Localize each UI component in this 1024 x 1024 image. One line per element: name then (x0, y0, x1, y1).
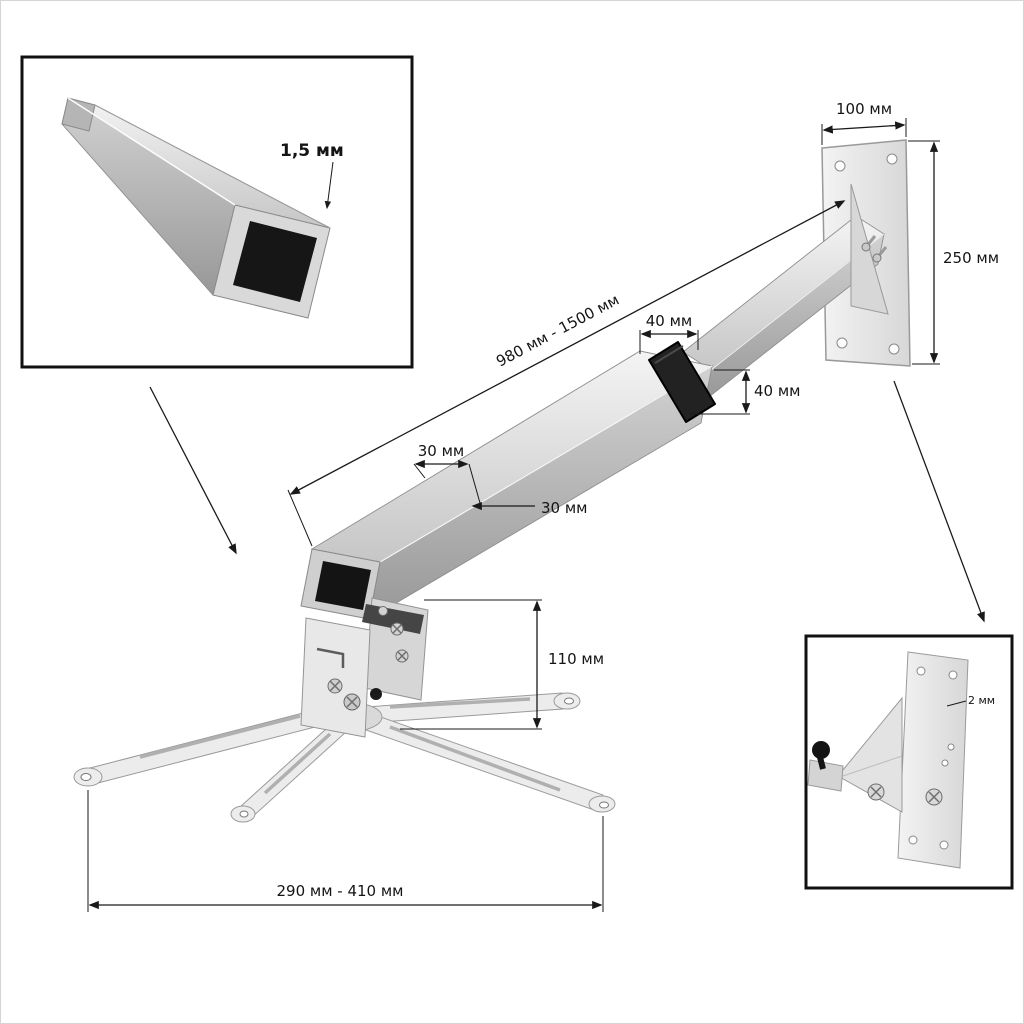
screw-hole (886, 153, 898, 165)
outer-tube-opening (315, 561, 371, 610)
inset-pointers (149, 380, 985, 623)
bolt-head (872, 253, 882, 263)
dim-label: 250 мм (943, 249, 999, 267)
screw-hole (908, 835, 918, 845)
dim-clamp-length: 40 мм (639, 312, 699, 354)
arm-slot (139, 714, 301, 759)
profile-tube-opening (233, 221, 317, 302)
dim-wall-plate-width: 100 мм (821, 100, 907, 145)
gusset-fold-line (839, 755, 903, 778)
thumb-knob (370, 688, 382, 700)
dim-label: 30 мм (418, 442, 465, 460)
foot-hole (80, 773, 92, 781)
screw-hole (941, 759, 949, 767)
thickness-leader (946, 700, 967, 707)
thumb-knob (812, 741, 830, 759)
foot-hole (564, 697, 574, 705)
arm-stub (807, 759, 844, 792)
hub-bolt (343, 693, 361, 711)
profile-tube-far-end (61, 97, 96, 132)
arm-slot (389, 725, 561, 792)
dim-label: 30 мм (541, 499, 588, 517)
thickness-leader (324, 161, 334, 210)
screw-hole (888, 343, 900, 355)
dim-label: 40 мм (754, 382, 801, 400)
dim-label: 40 мм (646, 312, 693, 330)
dim-head-height: 110 мм (400, 599, 604, 730)
spider-arms (73, 692, 616, 823)
dim-label: 110 мм (548, 650, 604, 668)
arm-slot (263, 732, 332, 795)
screw-hole (834, 160, 846, 172)
plate-slot (316, 647, 345, 668)
profile-edge (94, 104, 331, 229)
screw (395, 649, 409, 663)
screw (867, 783, 885, 801)
mount-head (73, 597, 616, 823)
thickness-label: 1,5 мм (280, 141, 344, 161)
screw-hole (916, 666, 926, 676)
bracket-plate (897, 651, 969, 869)
screw-hole (947, 743, 955, 751)
screw-hole (948, 670, 958, 680)
main-drawing: 100 мм 250 мм 980 мм - 1500 мм 40 мм (73, 100, 999, 912)
arm-slot (389, 697, 531, 709)
dim-clamp-height: 40 мм (690, 369, 801, 415)
screw (925, 788, 943, 806)
dim-label: 100 мм (836, 100, 892, 118)
head-left-plate (300, 617, 371, 738)
profile-inset: 1,5 мм (20, 55, 414, 369)
screw (327, 678, 343, 694)
foot-hole (599, 801, 609, 809)
wall-bracket-gusset (850, 183, 889, 315)
head-dark-wedge (362, 604, 424, 634)
dim-wall-plate-height: 250 мм (908, 140, 999, 365)
bracket-inset-pointer (893, 380, 985, 623)
foot-hole (239, 810, 249, 818)
screw (378, 606, 388, 616)
bolt-head (861, 242, 871, 252)
profile-inset-pointer (149, 386, 237, 555)
bracket-inset: 2 мм (804, 634, 1014, 890)
dim-base-span: 290 мм - 410 мм (87, 790, 604, 912)
profile-highlight (67, 97, 236, 206)
thickness-label: 2 мм (968, 694, 995, 707)
dim-label: 290 мм - 410 мм (276, 882, 403, 900)
screw-hole (836, 337, 848, 349)
screw-hole (939, 840, 949, 850)
screw (390, 622, 404, 636)
dim-tube-width: 30 мм (413, 442, 481, 504)
knob-stem (817, 756, 826, 770)
dim-tube-height: 30 мм (471, 499, 588, 517)
